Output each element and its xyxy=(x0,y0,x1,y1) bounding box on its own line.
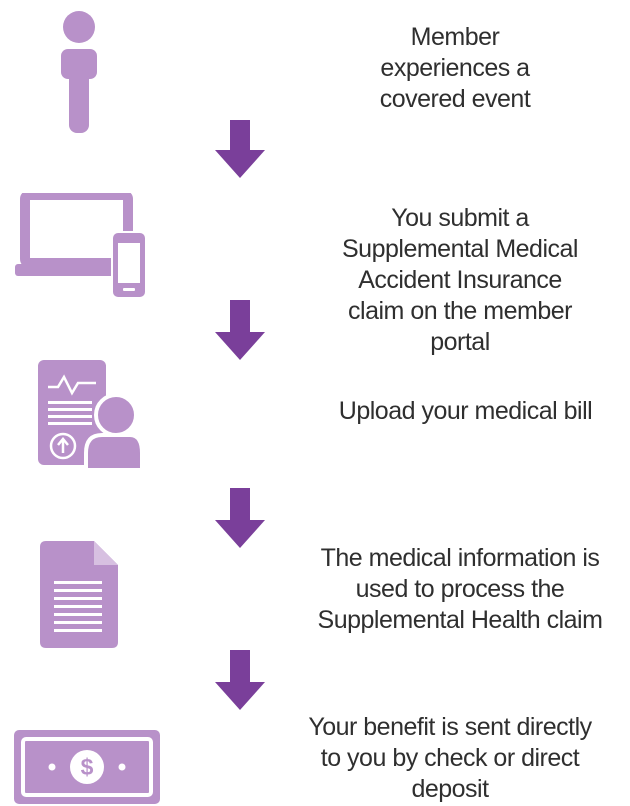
step-1-text: Member experiences a covered event xyxy=(379,23,531,113)
svg-text:$: $ xyxy=(81,754,94,780)
document-icon xyxy=(40,541,118,648)
arrow-down-icon xyxy=(215,488,265,548)
step-2-text: You submit a Supplemental Medical Accide… xyxy=(342,204,578,356)
person-icon xyxy=(61,11,97,133)
arrow-down-icon xyxy=(215,300,265,360)
step-4-text: The medical information is used to proce… xyxy=(317,544,603,634)
money-bill-icon: $ xyxy=(14,730,160,804)
arrow-down-icon xyxy=(215,650,265,710)
step-3-text: Upload your medical bill xyxy=(338,397,593,425)
laptop-phone-icon xyxy=(15,193,147,298)
document-upload-person-icon xyxy=(38,360,143,472)
arrow-down-icon xyxy=(215,120,265,178)
step-5-text: Your benefit is sent directly to you by … xyxy=(308,713,592,803)
